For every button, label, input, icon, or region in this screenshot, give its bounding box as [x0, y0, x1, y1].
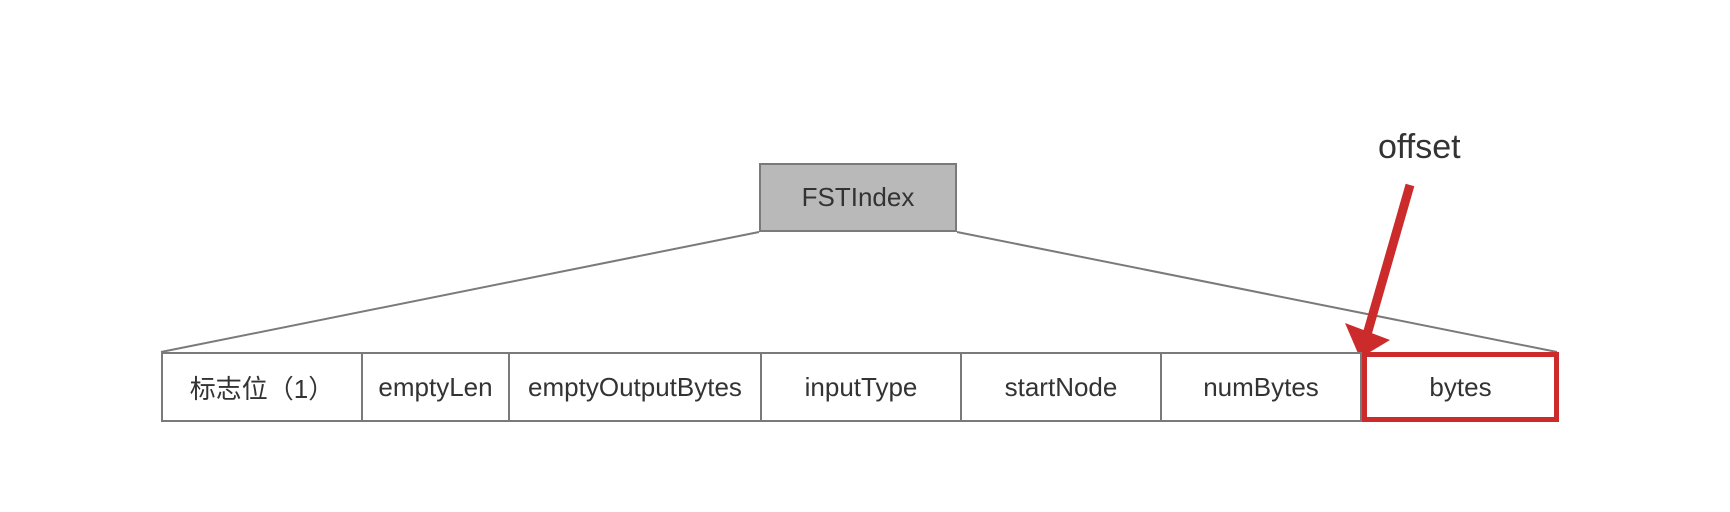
field-empty-len-label: emptyLen [378, 371, 493, 402]
field-bytes-label: bytes [1429, 371, 1492, 402]
field-empty-len: emptyLen [363, 354, 510, 420]
fstindex-node: FSTIndex [759, 163, 957, 232]
fstindex-node-label: FSTIndex [801, 182, 915, 212]
field-num-bytes-label: numBytes [1203, 371, 1319, 402]
right-connector-line [956, 231, 1558, 353]
offset-annotation: offset [1378, 128, 1461, 166]
offset-arrow-head [1345, 323, 1390, 358]
field-empty-output-bytes: emptyOutputBytes [510, 354, 762, 420]
field-bytes: bytes [1362, 352, 1559, 422]
field-input-type-label: inputType [804, 371, 918, 402]
fstindex-record: 标志位（1） emptyLen emptyOutputBytes inputTy… [161, 352, 1559, 422]
field-start-node-label: startNode [1004, 371, 1118, 402]
field-input-type: inputType [762, 354, 962, 420]
field-flag-label: 标志位（1） [189, 373, 335, 404]
left-connector-line [160, 231, 760, 353]
field-empty-output-bytes-label: emptyOutputBytes [528, 371, 742, 402]
field-flag: 标志位（1） [163, 354, 363, 420]
field-num-bytes: numBytes [1162, 354, 1362, 420]
field-start-node: startNode [962, 354, 1162, 420]
offset-arrow-shaft [1361, 183, 1415, 340]
